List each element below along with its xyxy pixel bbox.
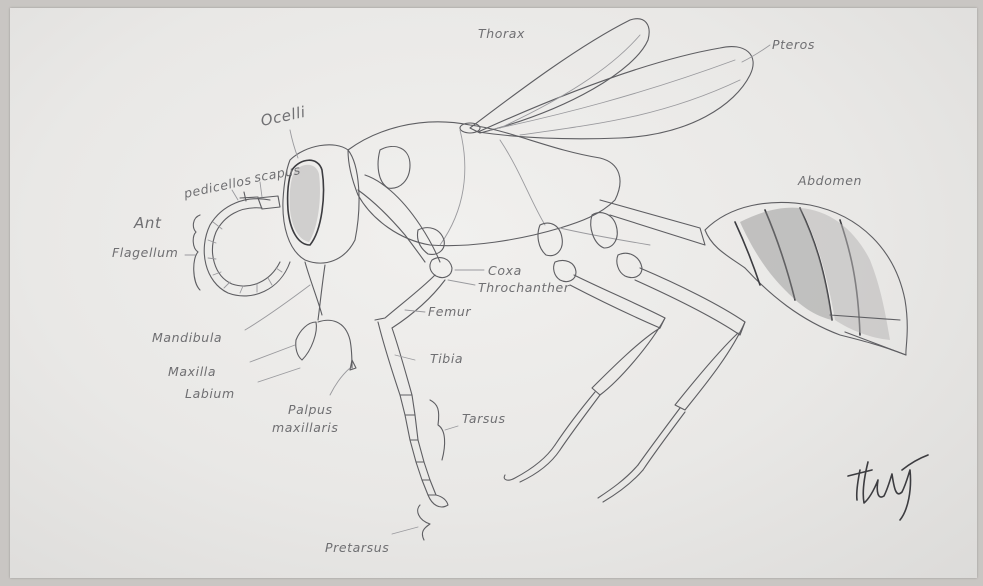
head <box>283 145 359 370</box>
label-coxa: Coxa <box>488 263 522 278</box>
label-pteros: Pteros <box>772 37 815 52</box>
antenna <box>204 192 290 296</box>
label-throchanther: Throchanther <box>478 280 570 295</box>
middle-leg <box>504 223 665 482</box>
label-labium: Labium <box>185 386 235 401</box>
hind-leg <box>591 213 745 502</box>
label-tibia: Tibia <box>430 351 463 366</box>
thorax-body <box>348 122 705 246</box>
signature <box>848 455 928 520</box>
label-pretarsus: Pretarsus <box>325 540 389 555</box>
label-thorax: Thorax <box>478 26 525 41</box>
label-tarsus: Tarsus <box>462 411 506 426</box>
label-maxilla: Maxilla <box>168 364 216 379</box>
front-leg <box>358 175 452 507</box>
label-palpus: Palpus <box>288 402 333 417</box>
label-femur: Femur <box>428 304 471 319</box>
label-mandibula: Mandibula <box>152 330 222 345</box>
label-flagellum: Flagellum <box>112 245 178 260</box>
label-ant: Ant <box>133 214 162 232</box>
label-pedicellos: pedicellos <box>182 172 253 201</box>
label-abdomen: Abdomen <box>797 173 862 188</box>
label-ocelli: Ocelli <box>259 103 307 130</box>
label-maxillaris: maxillaris <box>272 420 338 435</box>
